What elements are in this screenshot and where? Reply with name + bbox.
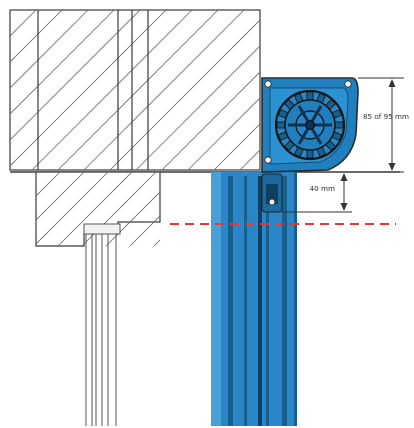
cassette-screw-top-right [344,80,352,88]
hatch-line [10,10,167,167]
end-rail-inner [266,184,278,204]
roller-cassette [261,77,359,173]
hatch-line [161,71,260,170]
hatch-line [10,10,141,141]
roller-spoke [297,105,309,122]
cassette-screw-bottom [264,156,272,164]
hatch-line [129,215,160,246]
dimension-box-height [350,77,404,173]
hatch-line [10,10,89,89]
frame-head [83,223,121,235]
lintel-block [35,171,161,247]
dimension-clearance [282,173,352,213]
hatch-line [187,97,260,170]
rail-shade-left [211,172,221,426]
rail-channel-3 [258,176,262,426]
dimension-box-height-label: 85 of 95 mm [363,112,409,121]
rail-channel-4 [266,176,269,426]
hatch-line [36,172,61,197]
hatch-line [10,10,11,11]
wall-hatching [10,10,260,170]
hatch-line [36,172,85,221]
hatch-line [213,123,260,170]
shutter-end-rail [261,173,283,213]
hatch-line [10,10,63,63]
hatch-line [31,10,193,170]
wall-outline [9,9,261,171]
rail-edge-right [294,172,297,426]
rail-channel-1 [228,176,233,426]
roller-spoke [311,105,323,122]
hatch-line [109,19,260,170]
hatch-line [36,172,37,173]
roller-spokes [288,105,332,145]
hatch-line [57,10,219,170]
dimension-clearance-label: 40 mm [310,184,335,193]
dim-arrow-clear-top [340,173,348,181]
dim-arrow-top [388,79,396,87]
hatch-line [83,10,245,170]
hatch-line [10,10,115,115]
roller-tooth [334,121,344,129]
shutter-guide-rail [211,172,297,426]
rail-channel-5 [282,176,287,426]
roller-spoke [297,128,309,145]
roller-tooth [306,149,314,159]
wall-section [9,9,261,171]
end-rail-bolt [268,198,276,206]
hatch-line [57,172,133,246]
hatch-line [36,172,109,245]
cassette-screw-top-left [264,80,272,88]
roller-tooth [276,121,286,129]
roller-tooth [306,91,314,101]
dim-arrow-bottom [388,163,396,171]
hatch-line [135,45,260,170]
roller-spoke [311,128,323,145]
dim-arrow-clear-bottom [340,203,348,211]
gear-roller-icon [274,89,346,161]
window-frame-profile [83,223,121,426]
roller-axle [305,120,315,130]
rail-channel-2 [244,176,247,426]
